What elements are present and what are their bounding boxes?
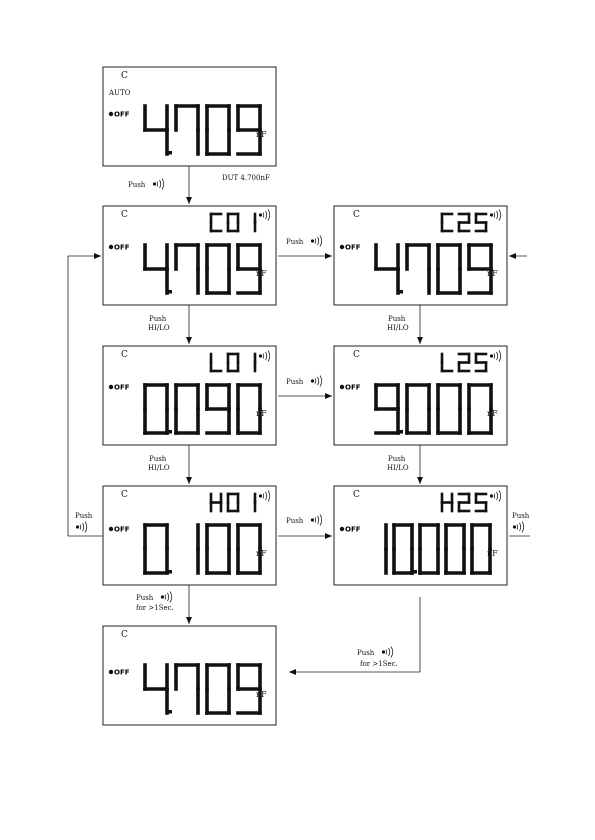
lcd-screen-3 — [334, 206, 507, 305]
svg-text:OFF: OFF — [345, 244, 361, 252]
hilo-label: HI/LO — [148, 464, 170, 472]
hold-label: for >1Sec. — [136, 604, 174, 612]
svg-text:OFF: OFF — [114, 384, 130, 392]
push-label: Push — [357, 649, 375, 657]
lcd-screen-6 — [103, 486, 276, 585]
push-label: Push — [75, 512, 93, 520]
push-label: Push — [149, 455, 167, 463]
loop-arrow — [68, 256, 103, 536]
push-label: Push — [128, 181, 146, 189]
svg-text:OFF: OFF — [114, 526, 130, 534]
hilo-label: HI/LO — [387, 464, 409, 472]
push-label: Push — [512, 512, 530, 520]
push-label: Push — [388, 315, 406, 323]
auto-off-icon — [109, 245, 113, 249]
beep-icon — [311, 515, 322, 526]
beep-icon — [311, 376, 322, 387]
push-label: Push — [286, 517, 304, 525]
decimal-point — [169, 430, 173, 434]
svg-text:OFF: OFF — [345, 526, 361, 534]
decimal-point — [169, 710, 173, 714]
beep-icon — [153, 179, 164, 190]
push-label: Push — [136, 594, 154, 602]
auto-off-icon — [109, 527, 113, 531]
flow-arrow — [289, 597, 420, 672]
push-label: Push — [286, 238, 304, 246]
lcd-screen-4 — [103, 346, 276, 445]
mode-label: C — [121, 490, 128, 500]
mode-label: C — [353, 490, 360, 500]
push-label: Push — [149, 315, 167, 323]
auto-off-icon — [109, 670, 113, 674]
svg-text:OFF: OFF — [114, 111, 130, 119]
lcd-screen-5 — [334, 346, 507, 445]
mode-label: C — [121, 71, 128, 81]
hilo-label: HI/LO — [148, 324, 170, 332]
decimal-point — [400, 290, 404, 294]
mode-label: C — [121, 210, 128, 220]
beep-icon — [311, 236, 322, 247]
beep-icon — [513, 522, 524, 533]
beep-icon — [382, 647, 393, 658]
mode-label: C — [353, 350, 360, 360]
svg-text:OFF: OFF — [114, 244, 130, 252]
decimal-point — [414, 570, 418, 574]
push-label: Push — [388, 455, 406, 463]
auto-off-icon — [109, 112, 113, 116]
decimal-point — [169, 151, 173, 155]
svg-text:OFF: OFF — [114, 669, 130, 677]
mode-label: C — [121, 630, 128, 640]
auto-off-icon — [340, 385, 344, 389]
mode-label: C — [121, 350, 128, 360]
beep-icon — [161, 592, 172, 603]
auto-off-icon — [109, 385, 113, 389]
hold-label: for >1Sec. — [360, 660, 398, 668]
auto-off-icon — [340, 245, 344, 249]
auto-off-icon — [340, 527, 344, 531]
hilo-label: HI/LO — [387, 324, 409, 332]
push-label: Push — [286, 378, 304, 386]
auto-label: AUTO — [108, 89, 131, 97]
decimal-point — [169, 290, 173, 294]
beep-icon — [76, 522, 87, 533]
mode-label: C — [353, 210, 360, 220]
decimal-point — [169, 570, 173, 574]
lcd-screen-2 — [103, 206, 276, 305]
dut-label: DUT 4.700nF — [222, 174, 270, 182]
svg-text:OFF: OFF — [345, 384, 361, 392]
decimal-point — [400, 430, 404, 434]
